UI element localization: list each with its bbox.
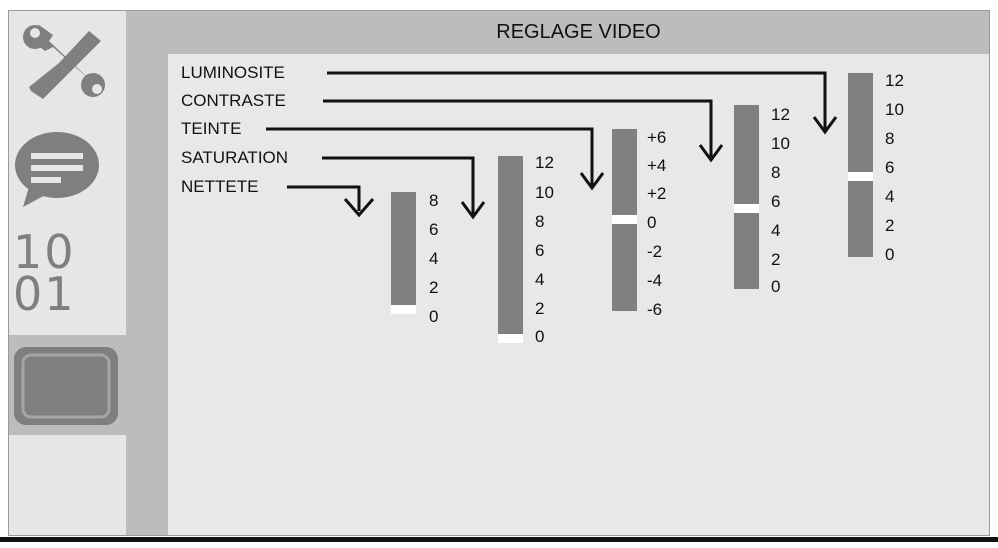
binary-top: 10 (13, 225, 76, 279)
sidebar-item-video[interactable] (9, 335, 126, 435)
tick-contraste: 12 (771, 105, 790, 124)
tick-contraste: 0 (771, 277, 781, 296)
bottom-rule (0, 537, 998, 542)
tick-teinte: +6 (647, 128, 667, 147)
sidebar-item-tools[interactable] (9, 11, 126, 121)
arrow-teinte (266, 127, 594, 185)
chat-bubble-icon (15, 132, 99, 207)
label-saturation: SATURATION (181, 148, 289, 167)
arrow-luminosite-head (812, 116, 838, 135)
tick-luminosite: 4 (885, 187, 895, 206)
tick-contraste: 10 (771, 134, 790, 153)
slider-teinte[interactable] (612, 129, 637, 311)
tick-teinte: -6 (647, 300, 663, 319)
tools-icon (23, 25, 105, 99)
screen-icon (14, 347, 118, 425)
arrow-nettete (287, 185, 361, 211)
tick-teinte: +4 (647, 156, 667, 175)
tick-luminosite: 2 (885, 216, 895, 235)
tick-luminosite: 0 (885, 245, 895, 264)
tick-nettete: 6 (429, 220, 439, 239)
arrow-teinte-head (579, 172, 605, 191)
slider-contraste-marker[interactable] (734, 204, 759, 213)
label-teinte: TEINTE (181, 119, 242, 138)
tick-contraste: 4 (771, 221, 781, 240)
tick-luminosite: 12 (885, 71, 904, 90)
binary-bottom: 01 (13, 267, 76, 321)
tick-saturation: 8 (535, 212, 545, 231)
tick-saturation: 10 (535, 183, 554, 202)
tick-teinte: +2 (647, 184, 667, 203)
label-nettete: NETTETE (181, 177, 259, 196)
tick-teinte: -2 (647, 242, 663, 261)
tick-saturation: 4 (535, 270, 545, 289)
tick-nettete: 2 (429, 278, 439, 297)
arrow-contraste (323, 99, 713, 157)
tick-saturation: 0 (535, 327, 545, 346)
tick-teinte: 0 (647, 213, 657, 232)
page-title: REGLAGE VIDEO (496, 21, 661, 43)
slider-nettete[interactable] (391, 192, 416, 314)
tick-saturation: 12 (535, 153, 554, 172)
sidebar-item-binary[interactable]: 10 01 (9, 221, 126, 331)
binary-icon: 10 01 (13, 225, 113, 321)
slider-saturation-marker[interactable] (498, 334, 523, 343)
label-luminosite: LUMINOSITE (181, 63, 285, 82)
slider-luminosite[interactable] (848, 73, 873, 257)
pointer-arrows (266, 71, 838, 220)
slider-contraste[interactable] (734, 105, 759, 289)
tick-contraste: 8 (771, 163, 781, 182)
arrow-contraste-head (698, 144, 724, 163)
tick-contraste: 2 (771, 250, 781, 269)
arrow-nettete-head (343, 198, 375, 218)
slider-nettete-marker[interactable] (391, 305, 416, 314)
arrow-luminosite (327, 71, 827, 129)
arrow-saturation-head (460, 201, 486, 220)
tick-nettete: 4 (429, 249, 439, 268)
sidebar: 10 01 (9, 11, 126, 535)
tick-nettete: 8 (429, 191, 439, 210)
screen-frame: 10 01 REGLAGE VIDEO LUMINOSITE CONTRASTE… (8, 10, 990, 536)
tick-contraste: 6 (771, 192, 781, 211)
tick-teinte: -4 (647, 271, 663, 290)
tick-luminosite: 10 (885, 100, 904, 119)
slider-saturation[interactable] (498, 156, 523, 343)
sidebar-item-messages[interactable] (9, 121, 126, 216)
tick-luminosite: 8 (885, 129, 895, 148)
tick-saturation: 6 (535, 241, 545, 260)
slider-teinte-marker[interactable] (612, 215, 637, 224)
header-bar (168, 11, 989, 54)
label-contraste: CONTRASTE (181, 91, 286, 110)
tick-luminosite: 6 (885, 158, 895, 177)
tick-saturation: 2 (535, 299, 545, 318)
tick-nettete: 0 (429, 307, 439, 326)
slider-luminosite-marker[interactable] (848, 172, 873, 181)
sidebar-gutter (126, 11, 168, 535)
arrow-saturation (322, 156, 475, 214)
